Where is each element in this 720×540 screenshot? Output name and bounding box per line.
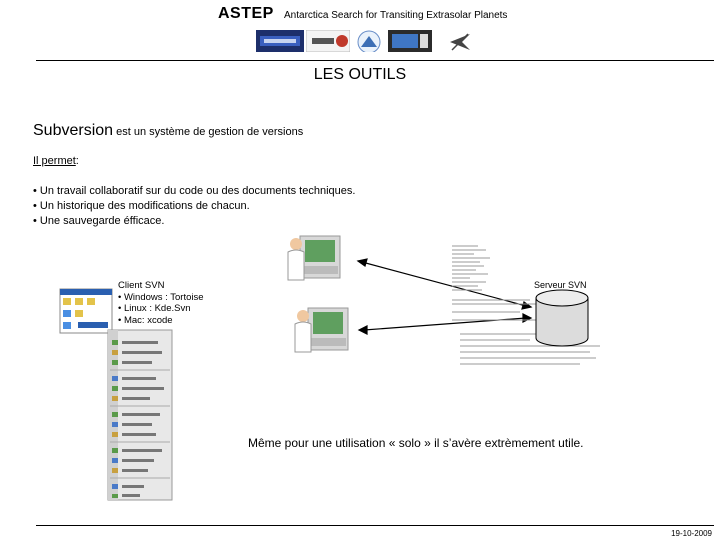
code-listing-screenshot: [452, 245, 600, 365]
sync-arrows: [356, 258, 533, 335]
header-rule: [36, 60, 714, 61]
feature-list: • Un travail collaboratif sur du code ou…: [33, 184, 355, 229]
user-workstation-icon-1: [287, 235, 341, 281]
client-title: Client SVN: [118, 280, 165, 291]
slide-title: LES OUTILS: [313, 66, 407, 83]
footer-date: 19-10-2009: [671, 529, 712, 538]
svn-server-cylinder: [535, 289, 589, 347]
feature-item: • Un travail collaboratif sur du code ou…: [33, 185, 356, 197]
oam-logo: [388, 30, 432, 52]
feature-item: • Une sauvegarde éfficace.: [33, 215, 165, 227]
feature-item: • Un historique des modifications de cha…: [33, 200, 250, 212]
header-subtitle: Antarctica Search for Transiting Extraso…: [284, 10, 508, 21]
user-workstation-icon-2: [294, 307, 349, 353]
intro-line: Subversion est un système de gestion de …: [33, 122, 303, 140]
solo-usage-note: Même pour une utilisation « solo » il s’…: [248, 436, 584, 450]
fizeau-logo: [306, 30, 350, 52]
footer-rule: [36, 525, 714, 526]
ohp-logo: [357, 30, 381, 52]
dlr-logo: [450, 33, 470, 51]
permet-heading: Il permet:: [33, 155, 79, 167]
astep-brand: ASTEP: [218, 5, 274, 22]
client-item: • Windows : Tortoise: [118, 291, 204, 303]
intro-rest: est un système de gestion de versions: [113, 126, 304, 138]
tortoise-context-menu: [107, 329, 173, 501]
client-item: • Mac: xcode: [118, 314, 173, 326]
client-item: • Linux : Kde.Svn: [118, 303, 191, 314]
camsat-logo: [256, 30, 304, 52]
permet-colon: :: [75, 155, 79, 167]
windows-explorer-screenshot: [59, 288, 113, 334]
permet-label: Il permet: [33, 155, 76, 167]
server-label: Serveur SVN: [534, 280, 587, 290]
svn-client-list: Client SVN • Windows : Tortoise • Linux …: [118, 280, 204, 326]
intro-term: Subversion: [33, 122, 114, 139]
